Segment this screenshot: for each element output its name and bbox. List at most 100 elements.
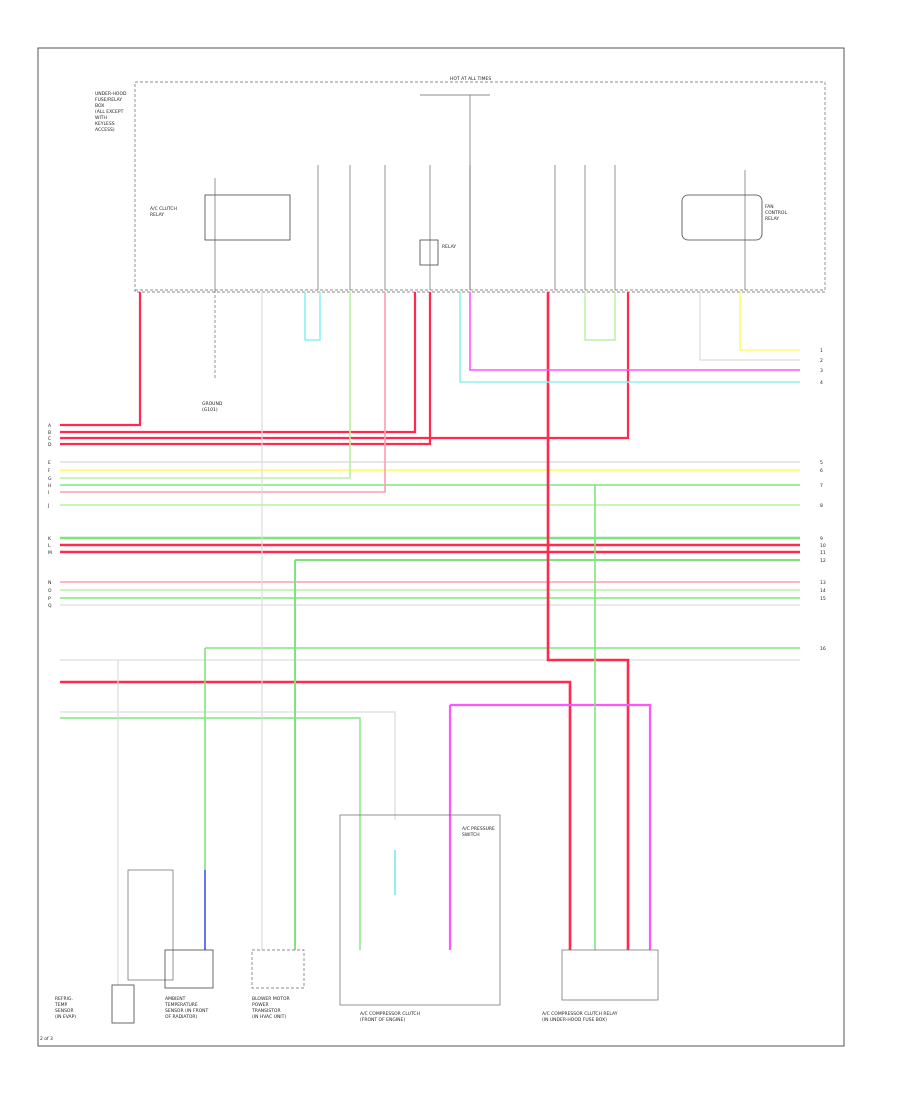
left-module-bracket bbox=[127, 869, 174, 981]
right-rail-label: 9 bbox=[820, 536, 823, 542]
blower-unit-label: BLOWER MOTOR POWER TRANSISTOR (IN HVAC U… bbox=[251, 996, 290, 1020]
fuse-box-label-line: UNDER-HOOD bbox=[95, 91, 127, 97]
under-hood-fuse-box-outline bbox=[134, 81, 826, 293]
left-rail-label: A bbox=[48, 423, 52, 429]
under-hood-fuse-box-label: UNDER-HOOD FUSE/RELAY BOX (ALL EXCEPT WI… bbox=[95, 91, 127, 133]
right-rail-label: 3 bbox=[820, 368, 823, 374]
wire-red bbox=[60, 680, 572, 950]
right-rail-label: 11 bbox=[820, 550, 826, 556]
compressor-relay-label: A/C COMPRESSOR CLUTCH RELAY bbox=[542, 1011, 618, 1017]
left-module-label-line: SENSOR bbox=[55, 1008, 74, 1014]
wire-magenta bbox=[469, 292, 800, 371]
blower-label-line: (IN HVAC UNIT) bbox=[252, 1014, 286, 1020]
wire-green bbox=[60, 717, 361, 950]
left-rail-label: B bbox=[48, 430, 51, 436]
wire-cyan bbox=[304, 292, 321, 341]
ground-label: (G101) bbox=[202, 407, 218, 413]
ac-relay-label: A/C CLUTCH bbox=[150, 206, 177, 212]
fuse-box-label-line: BOX bbox=[95, 103, 104, 109]
wire-white bbox=[699, 292, 800, 361]
compressor-relay-label: (IN UNDER-HOOD FUSE BOX) bbox=[542, 1017, 607, 1023]
blower-label-line: POWER bbox=[252, 1002, 269, 1008]
pressure-switch-label: A/C PRESSURE bbox=[462, 826, 495, 832]
left-rail-label: J bbox=[47, 503, 49, 509]
diagram-frame bbox=[37, 47, 845, 1047]
wire-light-green bbox=[60, 292, 351, 479]
compressor-clutch-label: A/C COMPRESSOR CLUTCH bbox=[360, 1011, 420, 1017]
left-rail-label: E bbox=[48, 460, 51, 466]
right-rail-label: 1 bbox=[820, 348, 823, 354]
right-rail-label: 16 bbox=[820, 646, 826, 652]
blower-label-line: TRANSISTOR bbox=[251, 1008, 281, 1014]
left-rail-label: F bbox=[48, 468, 51, 474]
left-rail-label: I bbox=[48, 490, 49, 496]
left-rail-label: P bbox=[48, 596, 51, 602]
left-module-label: REFRIG. TEMP SENSOR (IN EVAP) bbox=[54, 996, 76, 1020]
wire-light-green bbox=[584, 292, 616, 341]
right-rail-label: 13 bbox=[820, 580, 826, 586]
right-rail-label: 10 bbox=[820, 543, 826, 549]
fan-relay-label: RELAY bbox=[765, 216, 779, 222]
pressure-switch-label: SWITCH bbox=[462, 832, 480, 838]
ground-g101: GROUND (G101) bbox=[202, 290, 223, 413]
compressor-clutch-label: (FRONT OF ENGINE) bbox=[360, 1017, 405, 1023]
right-rail-label: 12 bbox=[820, 558, 826, 564]
left-rail-label: G bbox=[48, 476, 52, 482]
hot-at-all-times-label: HOT AT ALL TIMES bbox=[450, 76, 491, 82]
wire-harness bbox=[60, 292, 800, 985]
wire-magenta bbox=[450, 703, 652, 950]
left-rail-label: N bbox=[48, 580, 51, 586]
page-label: 2 of 3 bbox=[40, 1036, 53, 1042]
right-rail-label: 7 bbox=[820, 483, 823, 489]
ac-relay-label: RELAY bbox=[150, 212, 164, 218]
blower-motor-power-transistor bbox=[251, 949, 305, 989]
ambient-temperature-sensor bbox=[164, 949, 214, 989]
right-rail-label: 6 bbox=[820, 468, 823, 474]
wire-red bbox=[60, 292, 630, 440]
right-rail-label: 14 bbox=[820, 588, 826, 594]
left-module bbox=[111, 984, 135, 1024]
wire-red bbox=[60, 292, 142, 427]
ambient-sensor-label-line: TEMPERATURE bbox=[164, 1002, 198, 1008]
compressor-clutch-relay bbox=[561, 949, 659, 1001]
wire-pink bbox=[60, 292, 386, 493]
wire-red bbox=[60, 292, 432, 446]
wire-white bbox=[60, 711, 396, 820]
wire-yellow bbox=[739, 292, 800, 351]
left-rail-label: C bbox=[48, 436, 51, 442]
fan-relay-label: CONTROL bbox=[765, 210, 787, 216]
fuse-box-label-line: (ALL EXCEPT bbox=[95, 109, 124, 115]
wire-red bbox=[60, 292, 417, 434]
ground-label: GROUND bbox=[202, 401, 223, 407]
fan-control-relay bbox=[681, 194, 763, 241]
fuse-box-label-line: WITH bbox=[95, 115, 107, 121]
left-module-label-line: (IN EVAP) bbox=[55, 1014, 76, 1020]
left-module-label-line: TEMP bbox=[54, 1002, 67, 1008]
right-rail-label: 2 bbox=[820, 358, 823, 364]
right-rail-label: 15 bbox=[820, 596, 826, 602]
ambient-sensor-label-line: SENSOR (IN FRONT bbox=[165, 1008, 209, 1014]
left-rail-label: O bbox=[48, 588, 52, 594]
wire-red bbox=[546, 292, 630, 950]
ambient-sensor-label-line: AMBIENT bbox=[165, 996, 186, 1002]
left-rail-label: L bbox=[48, 543, 51, 549]
right-rail-label: 4 bbox=[820, 380, 823, 386]
fuse-box-label-line: FUSE/RELAY bbox=[95, 97, 122, 103]
ambient-sensor-label: AMBIENT TEMPERATURE SENSOR (IN FRONT OF … bbox=[164, 996, 209, 1020]
right-rail-label: 5 bbox=[820, 460, 823, 466]
fuse-block-mid bbox=[419, 239, 439, 266]
left-rail-label: D bbox=[48, 442, 52, 448]
left-rail-label: M bbox=[48, 550, 52, 556]
fuse-drops bbox=[317, 165, 616, 290]
fuse-box-label-line: KEYLESS bbox=[95, 121, 115, 127]
left-rail-label: H bbox=[48, 483, 51, 489]
fan-relay-label: FAN bbox=[765, 204, 774, 210]
ambient-sensor-label-line: OF RADIATOR) bbox=[165, 1014, 198, 1020]
right-rail-label: 8 bbox=[820, 503, 823, 509]
wire-cyan bbox=[459, 292, 800, 383]
blower-label-line: BLOWER MOTOR bbox=[252, 996, 290, 1002]
